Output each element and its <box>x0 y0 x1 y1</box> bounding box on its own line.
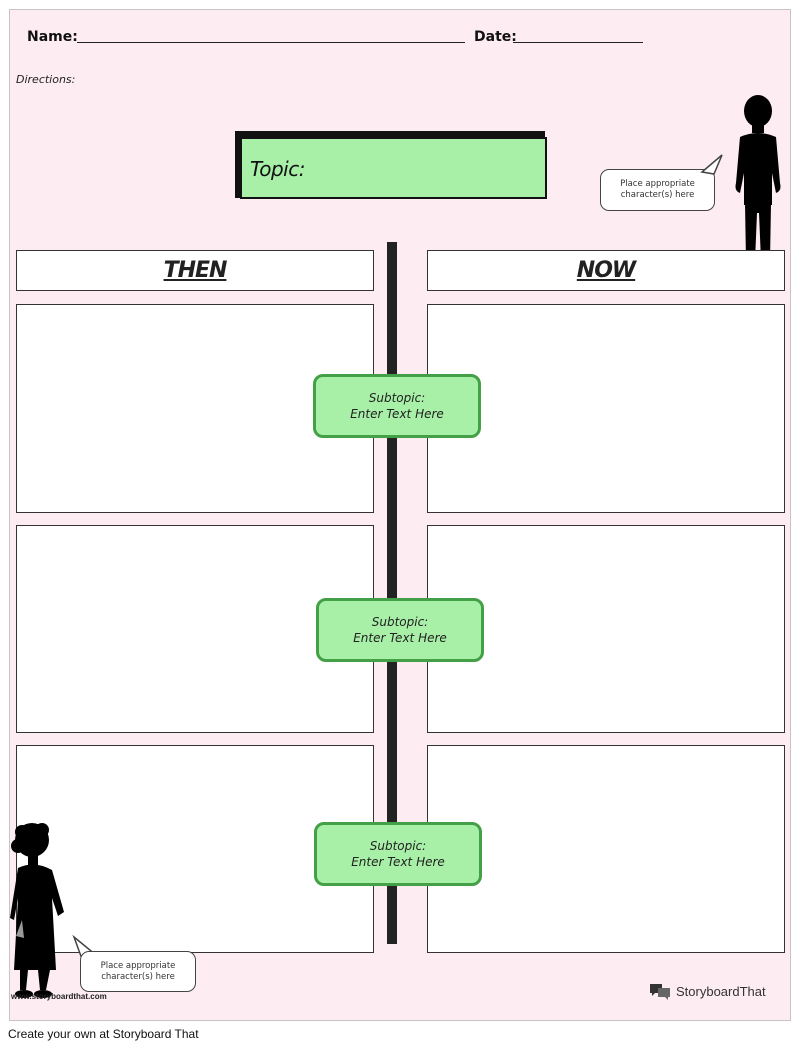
subtopic-box-2[interactable]: Subtopic: Enter Text Here <box>316 598 484 662</box>
subtopic-1-text: Enter Text Here <box>350 407 444 421</box>
then-label: THEN <box>163 258 228 283</box>
column-header-then: THEN <box>16 250 374 291</box>
now-panel-2[interactable] <box>427 525 785 733</box>
subtopic-box-1[interactable]: Subtopic: Enter Text Here <box>313 374 481 438</box>
bubble-bottom-line1: Place appropriate <box>100 960 176 971</box>
topic-label: Topic: <box>250 157 305 181</box>
subtopic-box-3[interactable]: Subtopic: Enter Text Here <box>314 822 482 886</box>
date-label: Date: <box>474 29 517 45</box>
subtopic-3-text: Enter Text Here <box>351 855 445 869</box>
footer-text[interactable]: Create your own at Storyboard That <box>8 1027 199 1041</box>
now-panel-3[interactable] <box>427 745 785 953</box>
timeline-bar <box>387 242 397 944</box>
topic-box[interactable]: Topic: <box>240 137 547 199</box>
speech-bubble-bottom[interactable]: Place appropriate character(s) here <box>80 951 196 992</box>
now-panel-1[interactable] <box>427 304 785 513</box>
now-label: NOW <box>576 258 636 283</box>
subtopic-2-text: Enter Text Here <box>353 631 447 645</box>
watermark-url: www.storyboardthat.com <box>11 992 107 1001</box>
storyboardthat-logo[interactable]: StoryboardThat <box>648 982 766 1000</box>
character-silhouette-boy-icon <box>735 95 781 269</box>
bubble-tail-top-icon <box>700 154 723 175</box>
name-label: Name: <box>27 29 78 45</box>
speech-bubble-top[interactable]: Place appropriate character(s) here <box>600 169 715 211</box>
column-header-now: NOW <box>427 250 785 291</box>
subtopic-1-label: Subtopic: <box>368 391 426 405</box>
subtopic-3-label: Subtopic: <box>369 839 427 853</box>
bubble-top-line2: character(s) here <box>620 190 695 200</box>
date-field[interactable] <box>513 42 643 43</box>
name-field[interactable] <box>77 42 465 43</box>
speech-bubbles-icon <box>650 984 670 1000</box>
bubble-bottom-line2: character(s) here <box>101 971 175 982</box>
character-silhouette-girl-icon <box>10 823 64 998</box>
bubble-top-line1: Place appropriate <box>620 179 695 189</box>
directions-label: Directions: <box>16 73 76 86</box>
logo-text: StoryboardThat <box>676 983 766 999</box>
subtopic-2-label: Subtopic: <box>371 615 429 629</box>
